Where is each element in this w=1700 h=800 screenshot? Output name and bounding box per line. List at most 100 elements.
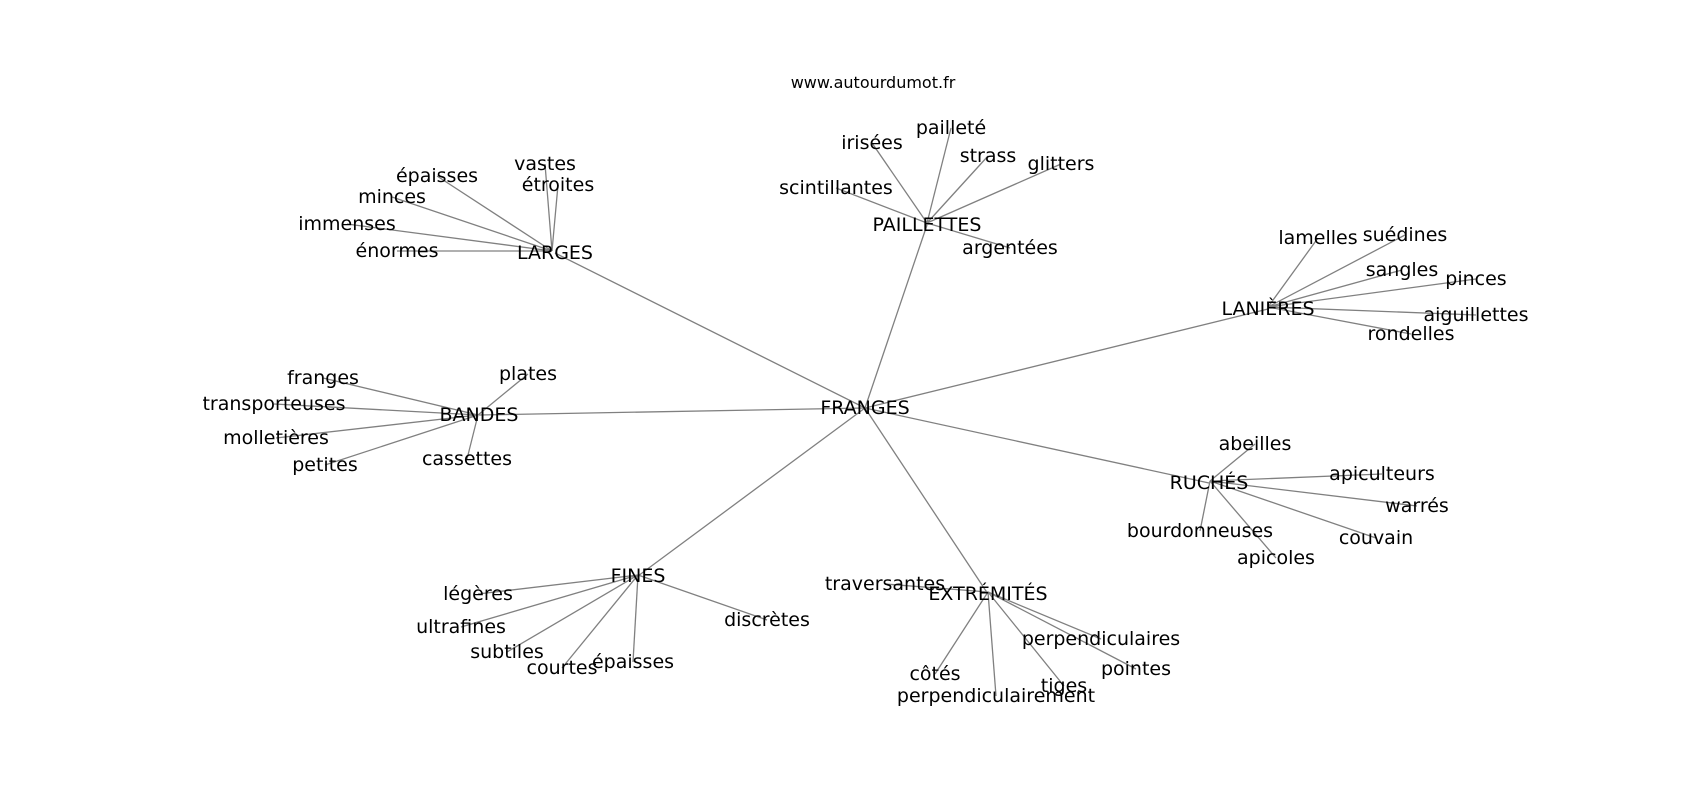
edge-hub-to-leaf xyxy=(324,414,479,466)
leaf-word[interactable]: transporteuses xyxy=(202,393,345,415)
hub-word[interactable]: RUCHÉS xyxy=(1170,471,1249,494)
edge-hub-to-leaf xyxy=(322,377,479,416)
edges xyxy=(273,127,1477,697)
leaf-word[interactable]: pointes xyxy=(1101,658,1171,680)
leaf-word[interactable]: aiguillettes xyxy=(1423,304,1528,326)
leaf-word[interactable]: glitters xyxy=(1028,153,1095,175)
edge-center-to-hub xyxy=(864,224,928,409)
site-url[interactable]: www.autourdumot.fr xyxy=(791,73,956,92)
edge-hub-to-leaf xyxy=(632,574,639,663)
edge-hub-to-leaf xyxy=(1209,480,1377,539)
leaf-word[interactable]: perpendiculaires xyxy=(1022,628,1180,650)
edge-hub-to-leaf xyxy=(1267,278,1477,308)
leaf-word[interactable]: côtés xyxy=(909,663,960,685)
leaf-word[interactable]: ultrafines xyxy=(416,616,506,638)
edge-hub-to-leaf xyxy=(273,403,479,416)
leaf-word[interactable]: lamelles xyxy=(1278,227,1357,249)
edge-hub-to-leaf xyxy=(1267,269,1403,308)
hub-word[interactable]: LARGES xyxy=(517,242,593,264)
edge-center-to-hub xyxy=(864,407,1210,484)
leaf-word[interactable]: énormes xyxy=(356,240,439,262)
edge-hub-to-leaf xyxy=(466,414,479,460)
edge-hub-to-leaf xyxy=(1209,480,1277,559)
center-word[interactable]: FRANGES xyxy=(820,397,909,419)
leaf-word[interactable]: abeilles xyxy=(1219,433,1292,455)
leaf-word[interactable]: suédines xyxy=(1363,224,1448,246)
leaf-word[interactable]: tiges xyxy=(1041,675,1087,697)
edge-hub-to-leaf xyxy=(926,222,1011,249)
edge-hub-to-leaf xyxy=(987,591,1137,670)
edge-hub-to-leaf xyxy=(346,223,553,252)
leaf-word[interactable]: apicoles xyxy=(1237,547,1315,569)
leaf-word[interactable]: perpendiculairement xyxy=(897,685,1095,707)
leaf-word[interactable]: petites xyxy=(292,454,358,476)
edge-hub-to-leaf xyxy=(436,175,553,252)
edge-hub-to-leaf xyxy=(506,574,639,653)
edge-hub-to-leaf xyxy=(871,142,928,224)
leaf-word[interactable]: traversantes xyxy=(825,573,945,595)
leaf-word[interactable]: molletières xyxy=(223,427,329,449)
edge-hub-to-leaf xyxy=(1209,480,1418,507)
hub-word[interactable]: PAILLETTES xyxy=(873,214,982,236)
leaf-word[interactable]: subtiles xyxy=(470,641,544,663)
leaf-word[interactable]: pailleté xyxy=(916,117,986,139)
leaf-word[interactable]: apiculteurs xyxy=(1329,463,1435,485)
leaf-word[interactable]: étroites xyxy=(522,174,594,196)
leaf-word[interactable]: pinces xyxy=(1445,268,1506,290)
edge-hub-to-leaf xyxy=(637,574,768,621)
edge-center-to-hub xyxy=(637,407,866,577)
edge-hub-to-leaf xyxy=(987,591,1102,640)
edge-hub-to-leaf xyxy=(835,187,928,224)
leaf-word[interactable]: couvain xyxy=(1339,527,1413,549)
hub-word[interactable]: BANDES xyxy=(440,404,519,426)
leaf-word[interactable]: argentées xyxy=(962,237,1058,259)
leaf-word[interactable]: épaisses xyxy=(592,651,674,673)
leaf-word[interactable]: minces xyxy=(358,186,426,208)
hub-word[interactable]: LANIÈRES xyxy=(1221,297,1314,320)
labels: www.autourdumot.fr FRANGES LARGES vastes ép… xyxy=(202,73,1528,707)
edge-hub-to-leaf xyxy=(460,574,639,628)
leaf-word[interactable]: warrés xyxy=(1385,495,1449,517)
edge-hub-to-leaf xyxy=(1267,234,1406,308)
edge-hub-to-leaf xyxy=(926,163,1062,224)
edge-hub-to-leaf xyxy=(477,574,639,595)
hub-word[interactable]: EXTRÉMITÉS xyxy=(928,582,1047,605)
leaf-word[interactable]: irisées xyxy=(841,132,903,154)
leaf-word[interactable]: vastes xyxy=(514,153,576,175)
leaf-word[interactable]: courtes xyxy=(527,657,598,679)
hub-word[interactable]: FINES xyxy=(611,565,666,587)
edge-hub-to-leaf xyxy=(561,574,639,669)
leaf-word[interactable]: scintillantes xyxy=(779,177,893,199)
leaf-word[interactable]: discrètes xyxy=(724,609,810,631)
leaf-word[interactable]: strass xyxy=(960,145,1017,167)
edge-hub-to-leaf xyxy=(987,591,997,697)
edge-center-to-hub xyxy=(478,407,866,416)
leaf-word[interactable]: cassettes xyxy=(422,448,512,470)
leaf-word[interactable]: rondelles xyxy=(1368,323,1455,345)
edge-hub-to-leaf xyxy=(1267,306,1477,316)
edge-hub-to-leaf xyxy=(477,373,529,416)
leaf-word[interactable]: sangles xyxy=(1366,259,1439,281)
edge-hub-to-leaf xyxy=(926,127,952,224)
leaf-word[interactable]: légères xyxy=(443,583,513,605)
edge-hub-to-leaf xyxy=(1267,306,1412,335)
edge-hub-to-leaf xyxy=(551,184,559,252)
edge-hub-to-leaf xyxy=(1199,480,1211,532)
leaf-word[interactable]: immenses xyxy=(298,213,396,235)
edge-hub-to-leaf xyxy=(884,583,989,593)
edge-hub-to-leaf xyxy=(934,591,989,675)
edge-hub-to-leaf xyxy=(1209,443,1256,482)
edge-hub-to-leaf xyxy=(1267,237,1319,308)
edge-hub-to-leaf xyxy=(391,196,553,252)
edge-center-to-hub xyxy=(554,252,866,409)
leaf-word[interactable]: franges xyxy=(287,367,359,389)
edge-hub-to-leaf xyxy=(275,414,479,439)
edge-hub-to-leaf xyxy=(544,163,553,252)
edge-center-to-hub xyxy=(864,407,989,595)
edge-center-to-hub xyxy=(864,308,1269,409)
edge-hub-to-leaf xyxy=(987,591,1065,687)
leaf-word[interactable]: bourdonneuses xyxy=(1127,520,1273,542)
leaf-word[interactable]: plates xyxy=(499,363,557,385)
leaf-word[interactable]: épaisses xyxy=(396,165,478,187)
